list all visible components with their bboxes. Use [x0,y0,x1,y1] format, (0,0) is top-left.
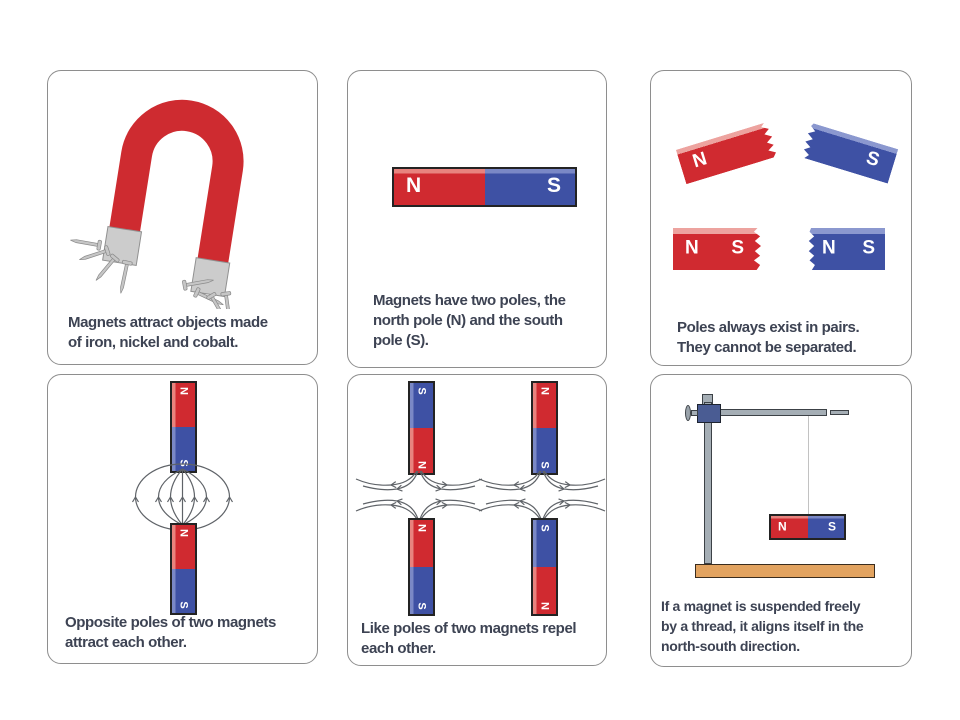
caption-line: Opposite poles of two magnets [65,614,276,631]
north-pole-label: N [177,387,190,395]
nail-icon [79,245,111,261]
horseshoe-magnet [108,99,244,268]
card-magnets-attract-objects: Magnets attract objects made of iron, ni… [47,70,318,365]
caption: Poles always exist in pairs. They cannot… [677,318,860,358]
south-pole-label: S [546,174,561,198]
south-pole-label: S [415,602,428,610]
caption-line: north-south direction. [661,638,800,654]
north-pole-label: N [415,524,428,532]
south-pole: S [410,383,433,428]
north-pole-label: N [822,237,836,259]
south-pole: S [807,516,844,538]
stand-arm-tip [830,410,849,415]
nail-icon [182,279,214,291]
bar-magnet: N S [392,167,577,207]
north-pole: N [410,428,433,473]
north-pole-label: N [177,529,190,537]
south-pole-label: S [827,519,836,534]
card-poles-exist-in-pairs: N S N S N S Poles always exist in pairs.… [650,70,912,366]
bar-magnet-vertical: N S [531,381,558,475]
south-pole: S [533,520,556,567]
bar-magnet-vertical: N S [170,523,197,615]
south-pole: S [172,427,195,471]
south-pole: S [533,428,556,473]
caption-line: Like poles of two magnets repel [361,620,577,637]
south-pole-label: S [731,237,744,259]
bar-magnet-vertical: N S [408,518,435,616]
caption-line: north pole (N) and the south [373,312,563,329]
nail-icon [70,239,102,251]
horseshoe-magnet-illustration [70,99,244,309]
north-pole: N [172,383,195,427]
caption-line: Magnets have two poles, the [373,292,566,309]
caption: Opposite poles of two magnets attract ea… [65,613,276,653]
nail-icon [206,292,228,309]
knob-stem [691,410,698,416]
field-lines-repulsion [355,470,483,520]
caption-line: If a magnet is suspended freely [661,598,861,614]
south-pole-label: S [538,524,551,532]
south-pole-label: S [415,387,428,395]
north-pole: N [771,516,808,538]
north-pole-label: N [685,237,699,259]
north-pole-label: N [690,148,710,173]
attracted-nails [70,239,232,309]
north-pole: N [533,383,556,428]
magnet-pole-tip [102,225,143,267]
card-magnets-have-two-poles: N S Magnets have two poles, the north po… [347,70,607,368]
south-pole-label: S [863,147,882,172]
suspended-bar-magnet: N S [769,514,846,540]
stand-arm [719,409,827,416]
card-opposite-poles-attract: N S N S Opposite poles of [47,374,318,664]
field-lines-repulsion [478,470,606,520]
north-pole-label: N [538,387,551,395]
broken-magnet-piece: S [800,122,899,183]
north-pole: N [394,169,485,205]
caption-line: by a thread, it aligns itself in the [661,618,864,634]
caption-line: pole (S). [373,332,429,349]
broken-magnet-piece: N S [808,228,885,270]
north-pole-label: N [406,174,422,198]
broken-magnet-piece: N S [673,228,761,270]
stand-pole [704,402,712,564]
knob-icon [685,405,691,421]
field-lines-attraction [131,463,234,531]
south-pole: S [410,567,433,614]
bar-magnet-vertical: S N [408,381,435,475]
north-pole-label: N [778,519,787,534]
magnet-pole-tip [190,257,231,298]
broken-magnet-piece: N [676,122,778,184]
suspension-thread [808,416,809,514]
caption: Like poles of two magnets repel each oth… [361,619,577,659]
card-magnet-suspended: N S If a magnet is suspended freely by a… [650,374,912,667]
caption-line: each other. [361,640,436,657]
caption: Magnets attract objects made of iron, ni… [68,313,268,353]
bar-magnet-vertical: N S [170,381,197,473]
stand-base [695,564,875,578]
caption-line: They cannot be separated. [677,339,857,356]
caption: Magnets have two poles, the north pole (… [373,291,566,351]
clamp-block [697,404,721,423]
south-pole: S [484,169,575,205]
nail-icon [220,291,232,309]
nail-icon [120,259,133,294]
caption-line: Magnets attract objects made [68,314,268,331]
north-pole: N [410,520,433,567]
nail-icon [95,253,120,281]
bar-magnet-vertical: S N [531,518,558,616]
caption-line: Poles always exist in pairs. [677,319,860,336]
south-pole: S [172,569,195,613]
caption: If a magnet is suspended freely by a thr… [661,596,864,656]
north-pole-label: N [538,602,551,610]
caption-line: of iron, nickel and cobalt. [68,334,239,351]
card-like-poles-repel: S N N S N [347,374,607,666]
north-pole: N [172,525,195,569]
north-pole: N [533,567,556,614]
south-pole-label: S [862,237,875,259]
caption-line: attract each other. [65,634,187,651]
